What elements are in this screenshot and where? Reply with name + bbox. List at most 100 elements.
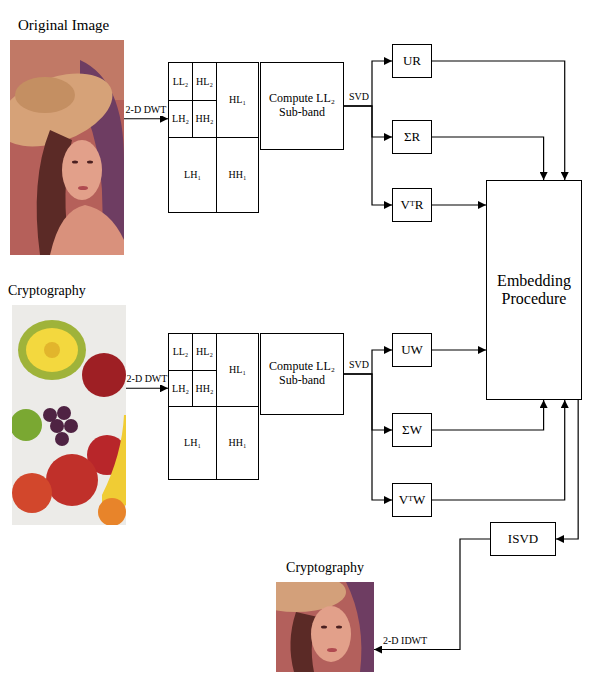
box-label: LL₂	[173, 346, 189, 358]
connector-arrow	[432, 137, 544, 180]
fruit-image	[12, 305, 126, 525]
sub-band-cell: HH₂	[192, 370, 217, 408]
matrix-box: UR	[392, 44, 432, 78]
connector-arrow	[432, 204, 486, 205]
melon-core	[44, 342, 60, 358]
grapes	[43, 406, 78, 446]
connector-arrow	[124, 118, 168, 119]
lips	[327, 648, 337, 652]
grape	[57, 406, 71, 420]
connector-arrow	[432, 400, 565, 500]
box-label: LH₁	[184, 169, 201, 181]
sub-band-cell: HL₂	[192, 62, 217, 101]
process-box: Embedding Procedure	[486, 180, 582, 400]
process-box: ISVD	[490, 522, 556, 556]
eye	[87, 161, 93, 164]
eye	[72, 161, 78, 164]
box-label: VᵀW	[399, 493, 425, 508]
box-label: UW	[401, 343, 423, 358]
watermarked-image	[276, 582, 374, 672]
shoulder	[50, 205, 124, 255]
sub-band-cell: HL₁	[216, 62, 259, 138]
sub-band-cell: HL₁	[216, 333, 259, 407]
box-label: HH₁	[229, 169, 247, 181]
box-label: HL₁	[229, 364, 246, 376]
connector-arrow	[432, 400, 544, 430]
box-label: LH₂	[172, 113, 189, 125]
apple	[82, 353, 126, 397]
connector-arrow	[344, 350, 392, 374]
box-label: HL₂	[196, 346, 213, 358]
box-label: HH₂	[196, 383, 214, 395]
lips	[78, 186, 88, 190]
sub-band-cell: LH₁	[168, 137, 217, 213]
process-box: Compute LL₂ Sub-band	[260, 62, 344, 150]
sub-band-cell: LH₁	[168, 406, 217, 480]
sub-band-cell: HL₂	[192, 333, 217, 371]
sub-band-cell: HH₂	[192, 100, 217, 139]
box-label: LH₂	[172, 383, 189, 395]
image-heading: Cryptography	[286, 560, 364, 577]
face	[62, 140, 102, 200]
apple	[46, 454, 98, 506]
connector-label: SVD	[348, 359, 370, 371]
image-ground	[10, 40, 124, 255]
sub-band-cell: HH₁	[216, 137, 259, 213]
matrix-box: UW	[392, 333, 432, 367]
box-label: HL₁	[229, 94, 246, 106]
melon	[18, 320, 86, 380]
box-label: HH₂	[196, 113, 214, 125]
portrait-image	[10, 40, 124, 255]
box-label: ISVD	[508, 532, 538, 547]
process-box: Compute LL₂ Sub-band	[260, 333, 344, 415]
eye	[321, 626, 327, 629]
image-heading: Cryptography	[8, 283, 86, 300]
box-label: Embedding Procedure	[489, 272, 579, 309]
box-label: Compute LL₂ Sub-band	[263, 92, 341, 120]
connector-arrow	[344, 374, 392, 500]
box-label: VᵀR	[401, 198, 424, 213]
box-label: LH₁	[184, 437, 201, 449]
box-label: LL₂	[173, 76, 189, 88]
box-label: HH₁	[229, 437, 247, 449]
grape	[55, 432, 69, 446]
matrix-box: VᵀW	[392, 483, 432, 517]
apple	[12, 473, 52, 513]
result-image-node: Cryptography	[276, 582, 374, 672]
grape	[64, 419, 78, 433]
source-image-node: Original Image	[10, 40, 124, 255]
green-apple	[12, 409, 42, 441]
connector-arrow	[344, 374, 392, 430]
connector-arrow	[344, 106, 392, 205]
connector-arrow	[374, 539, 490, 650]
connector-label: 2-D DWT	[125, 104, 168, 116]
box-label: ΣR	[404, 130, 420, 145]
connector-arrow	[432, 61, 565, 180]
sub-band-cell: LH₂	[168, 100, 193, 139]
connector-arrow	[126, 388, 168, 389]
matrix-box: ΣW	[392, 413, 432, 447]
connector-arrow	[556, 400, 578, 539]
box-label: HL₂	[196, 76, 213, 88]
image-heading: Original Image	[18, 16, 109, 34]
orange	[98, 498, 126, 525]
watermark-image-node: Cryptography	[12, 305, 126, 525]
box-label: UR	[403, 54, 421, 69]
melon-flesh	[26, 328, 78, 372]
eye	[336, 626, 342, 629]
box-label: Compute LL₂ Sub-band	[263, 360, 341, 388]
matrix-box: ΣR	[392, 120, 432, 154]
banana	[102, 415, 126, 510]
connector-label: 2-D IDWT	[382, 635, 428, 647]
connector-label: SVD	[348, 91, 370, 103]
hat-crown	[15, 77, 75, 113]
connector-label: 2-D DWT	[126, 373, 169, 385]
matrix-box: VᵀR	[392, 188, 432, 222]
face	[311, 606, 351, 662]
connector-arrow	[344, 61, 392, 106]
sub-band-cell: HH₁	[216, 406, 259, 480]
sub-band-cell: LL₂	[168, 333, 193, 371]
box-label: ΣW	[402, 423, 422, 438]
connector-arrow	[344, 106, 392, 137]
